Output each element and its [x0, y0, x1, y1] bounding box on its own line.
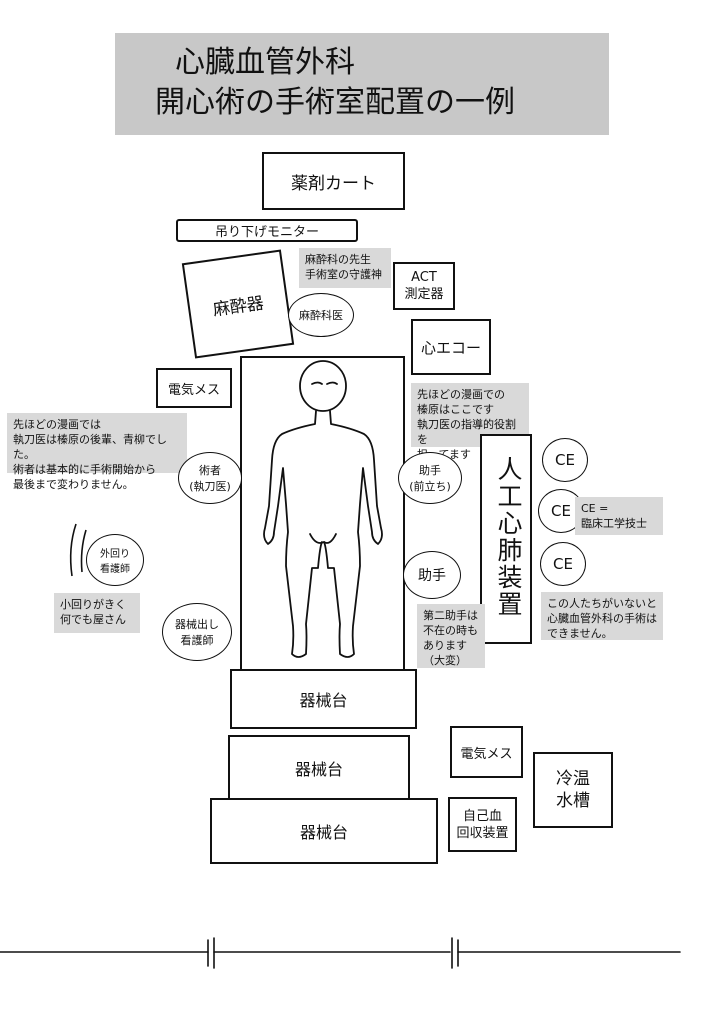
ce-bubble-3: CE [540, 542, 586, 586]
ce-definition-note: CE = 臨床工学技士 [575, 497, 663, 535]
cell-saver-box: 自己血 回収装置 [448, 797, 517, 852]
heart-lung-machine-label: 人工心肺装置 [494, 456, 523, 618]
hanging-monitor-label: 吊り下げモニター [214, 225, 319, 240]
scrub-nurse-bubble: 器械出し 看護師 [162, 603, 232, 661]
act-meter-box: ACT 測定器 [393, 262, 455, 310]
drug-cart-box: 薬剤カート [262, 152, 405, 210]
first-assistant-bubble: 助手 (前立ち) [398, 452, 462, 504]
surgeon-bubble: 術者 (執刀医) [178, 452, 242, 504]
anesthesiologist-bubble: 麻酔科医 [288, 293, 354, 337]
electrocautery-left-box: 電気メス [156, 368, 232, 408]
first-assistant-note: 先ほどの漫画での 榛原はここです 執刀医の指導的役割を 担ってます [411, 383, 529, 461]
electrocautery-right-label: 電気メス [460, 746, 513, 762]
drug-cart-label: 薬剤カート [291, 173, 376, 194]
electrocautery-left-label: 電気メス [167, 382, 220, 398]
title-line-1: 心臓血管外科 [175, 45, 355, 80]
echo-label: 心エコー [420, 338, 481, 357]
instrument-table-1: 器械台 [230, 669, 417, 729]
anesthesia-machine-label: 麻酔器 [211, 293, 265, 320]
instrument-table-1-label: 器械台 [299, 691, 348, 710]
instrument-table-3-label: 器械台 [299, 823, 348, 842]
patient-figure [263, 360, 383, 658]
act-meter-label: ACT 測定器 [404, 270, 444, 302]
ce-bubble-1: CE [542, 438, 588, 482]
circulating-nurse-bubble: 外回り 看護師 [86, 534, 144, 586]
hanging-monitor-box: 吊り下げモニター [176, 219, 358, 242]
electrocautery-right-box: 電気メス [450, 726, 523, 778]
instrument-table-2-label: 器械台 [294, 759, 343, 779]
second-assistant-note: 第二助手は 不在の時も あります （大変） [417, 604, 485, 668]
anesthesia-note: 麻酔科の先生 手術室の守護神 [299, 248, 391, 288]
motion-lines-icon [69, 523, 87, 577]
ce-note: この人たちがいないと 心臓血管外科の手術は できません。 [541, 592, 663, 640]
circulating-note: 小回りがきく 何でも屋さん [54, 593, 140, 633]
cooler-heater-label: 冷温 水槽 [556, 769, 590, 811]
room-wall-line [0, 937, 681, 969]
echo-box: 心エコー [411, 319, 491, 375]
cooler-heater-box: 冷温 水槽 [533, 752, 613, 828]
surgeon-note: 先ほどの漫画では 執刀医は榛原の後輩、青柳でした。 術者は基本的に手術開始から … [7, 413, 187, 491]
heart-lung-machine-box: 人工心肺装置 [480, 434, 532, 644]
second-assistant-bubble: 助手 [403, 551, 461, 599]
instrument-table-3: 器械台 [210, 798, 438, 864]
anesthesia-machine-box: 麻酔器 [181, 249, 295, 359]
cell-saver-label: 自己血 回収装置 [456, 808, 509, 841]
title-band: 心臓血管外科 開心術の手術室配置の一例 [115, 33, 609, 135]
patient-outline [263, 360, 383, 658]
instrument-table-2: 器械台 [228, 735, 410, 800]
title-line-2: 開心術の手術室配置の一例 [155, 85, 515, 120]
